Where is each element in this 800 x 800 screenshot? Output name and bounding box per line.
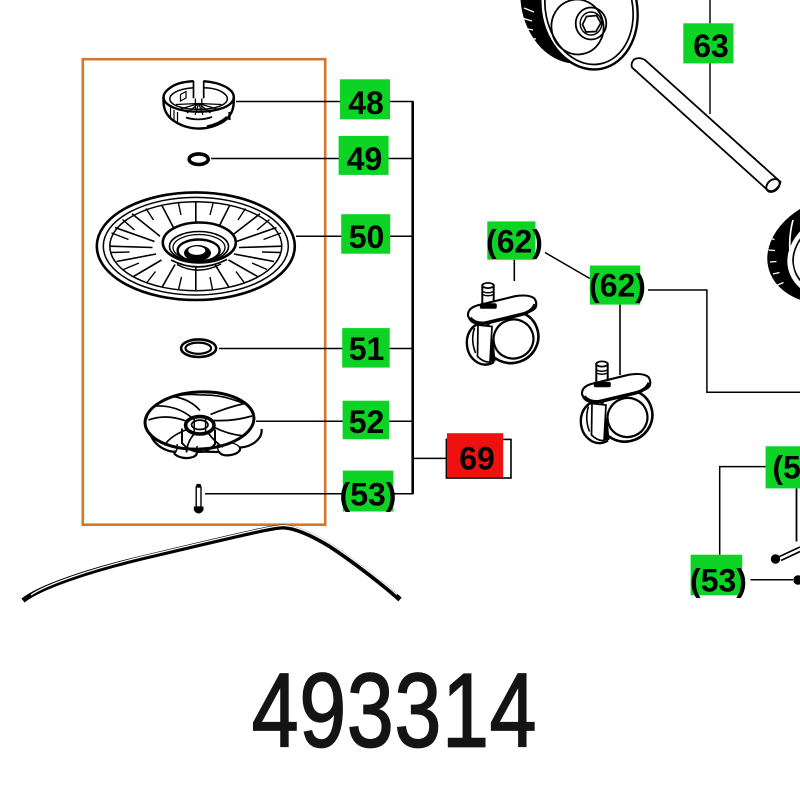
svg-text:493314: 493314	[252, 653, 538, 770]
svg-text:52: 52	[349, 404, 385, 440]
svg-text:63: 63	[693, 28, 729, 64]
svg-text:69: 69	[459, 441, 495, 477]
svg-text:(53): (53)	[340, 477, 397, 513]
svg-text:(53: (53	[772, 449, 800, 485]
svg-text:49: 49	[347, 141, 383, 177]
svg-text:51: 51	[349, 331, 385, 367]
svg-text:(62): (62)	[589, 267, 646, 303]
svg-text:48: 48	[348, 85, 384, 121]
svg-text:50: 50	[349, 219, 385, 255]
svg-text:(53): (53)	[690, 563, 747, 599]
svg-text:(62): (62)	[486, 223, 543, 259]
